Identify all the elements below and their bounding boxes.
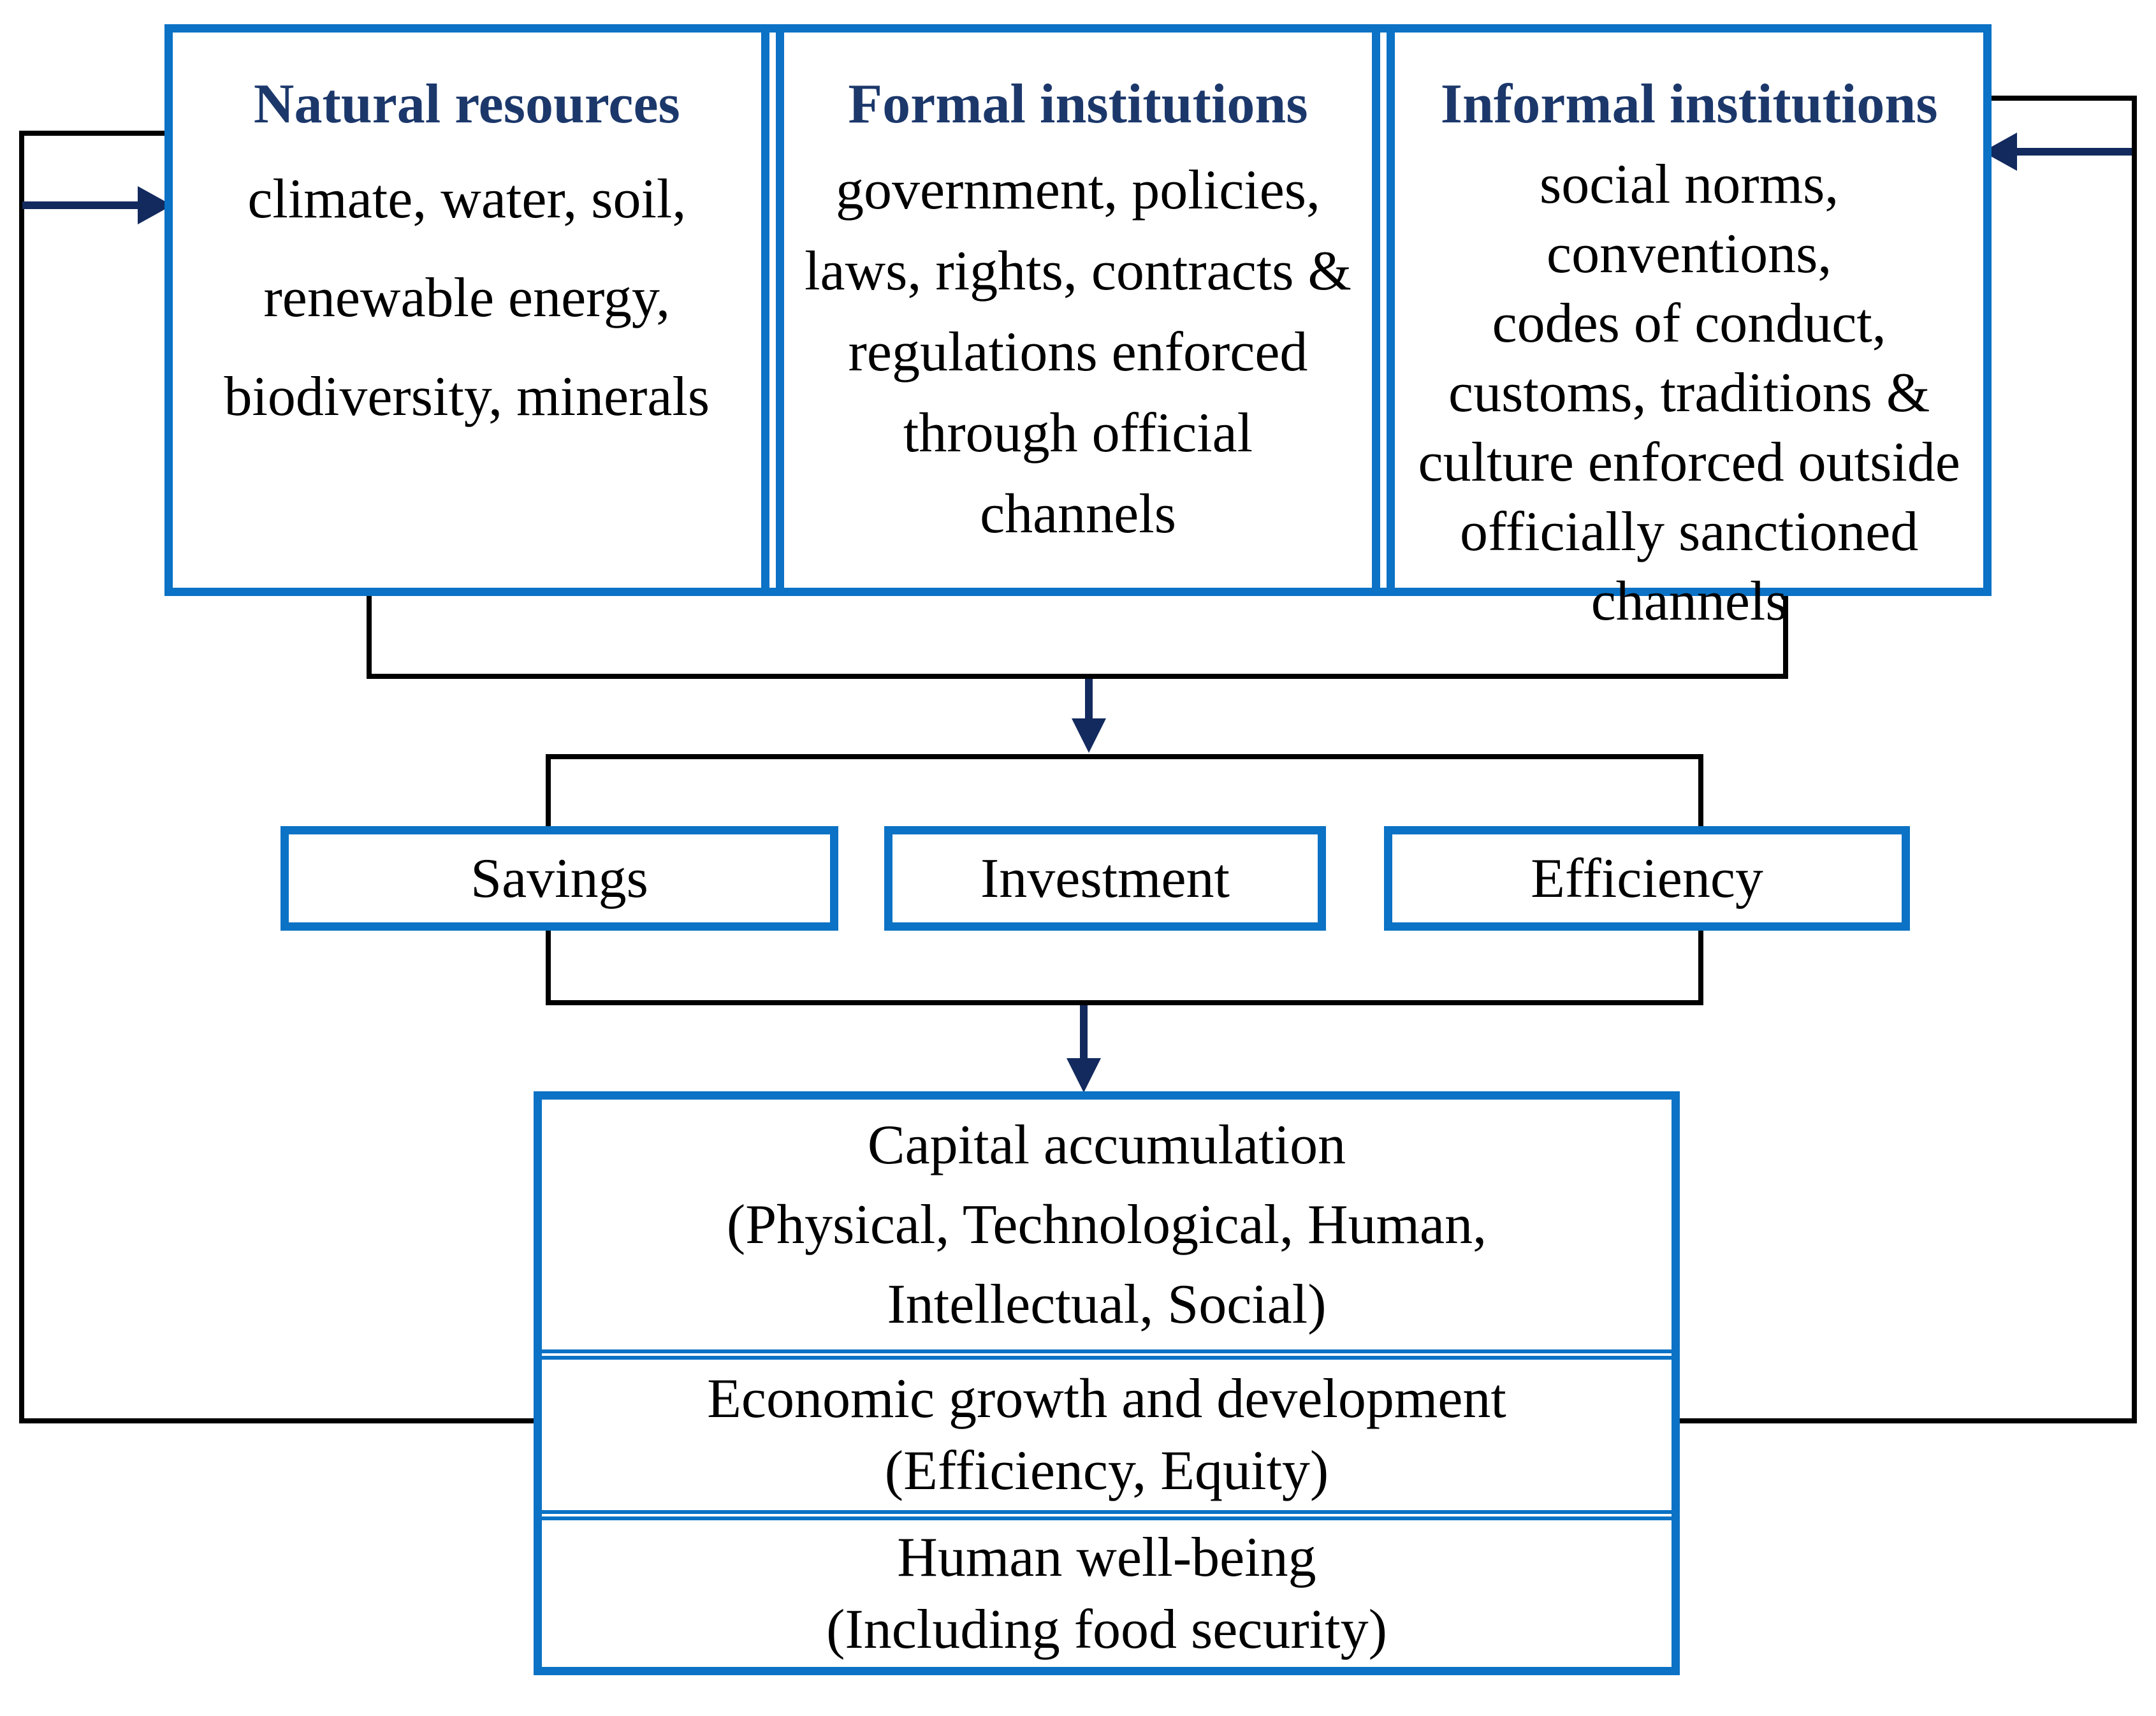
left-input-arrow-shaft bbox=[22, 201, 138, 209]
capital-accumulation-section: Capital accumulation (Physical, Technolo… bbox=[726, 1114, 1487, 1335]
human-well-being-section: Human well-being (Including food securit… bbox=[826, 1527, 1387, 1661]
top-to-middle-arrow-shaft bbox=[1085, 679, 1093, 721]
savings-label: Savings bbox=[470, 847, 648, 910]
middle-to-bottom-arrow-shaft bbox=[1080, 1005, 1088, 1061]
feedback-loop-right-top-line bbox=[1989, 96, 2137, 101]
top-row-divider-2 bbox=[1372, 33, 1395, 588]
feedback-loop-right-bottom-line bbox=[1677, 1418, 2137, 1423]
box-natural-resources: Natural resources climate, water, soil, … bbox=[173, 33, 761, 588]
natural-resources-title: Natural resources bbox=[253, 73, 680, 135]
bottom-box-divider-1 bbox=[542, 1349, 1672, 1360]
feedback-loop-left-bottom-line bbox=[19, 1418, 536, 1423]
formal-institutions-body: government, policies, laws, rights, cont… bbox=[805, 159, 1351, 545]
investment-label: Investment bbox=[980, 847, 1230, 910]
feedback-loop-right-vertical-line bbox=[2132, 96, 2137, 1423]
feedback-loop-left-vertical-line bbox=[19, 131, 24, 1423]
bottom-outcome-box: Capital accumulation (Physical, Technolo… bbox=[534, 1091, 1680, 1675]
top-row-collector-bracket bbox=[367, 596, 1788, 679]
box-efficiency: Efficiency bbox=[1384, 826, 1910, 931]
feedback-loop-left-top-line bbox=[19, 131, 167, 136]
top-row-divider-1 bbox=[761, 33, 784, 588]
box-formal-institutions: Formal institutions government, policies… bbox=[784, 33, 1373, 588]
box-savings: Savings bbox=[280, 826, 838, 931]
formal-institutions-title: Formal institutions bbox=[848, 73, 1308, 135]
box-investment: Investment bbox=[884, 826, 1326, 931]
middle-to-bottom-arrow-head-icon bbox=[1067, 1058, 1101, 1093]
informal-institutions-title: Informal institutions bbox=[1440, 73, 1938, 135]
bottom-box-divider-2 bbox=[542, 1510, 1672, 1520]
top-to-middle-arrow-head-icon bbox=[1072, 718, 1106, 753]
natural-resources-body: climate, water, soil, renewable energy, … bbox=[224, 168, 710, 428]
right-input-arrow-shaft bbox=[2017, 148, 2132, 156]
efficiency-label: Efficiency bbox=[1531, 847, 1763, 910]
top-row-container: Natural resources climate, water, soil, … bbox=[164, 24, 1992, 632]
economic-growth-section: Economic growth and development (Efficie… bbox=[707, 1368, 1506, 1502]
informal-institutions-body: social norms, conventions, codes of cond… bbox=[1418, 154, 1960, 632]
box-informal-institutions: Informal institutions social norms, conv… bbox=[1395, 33, 1983, 632]
